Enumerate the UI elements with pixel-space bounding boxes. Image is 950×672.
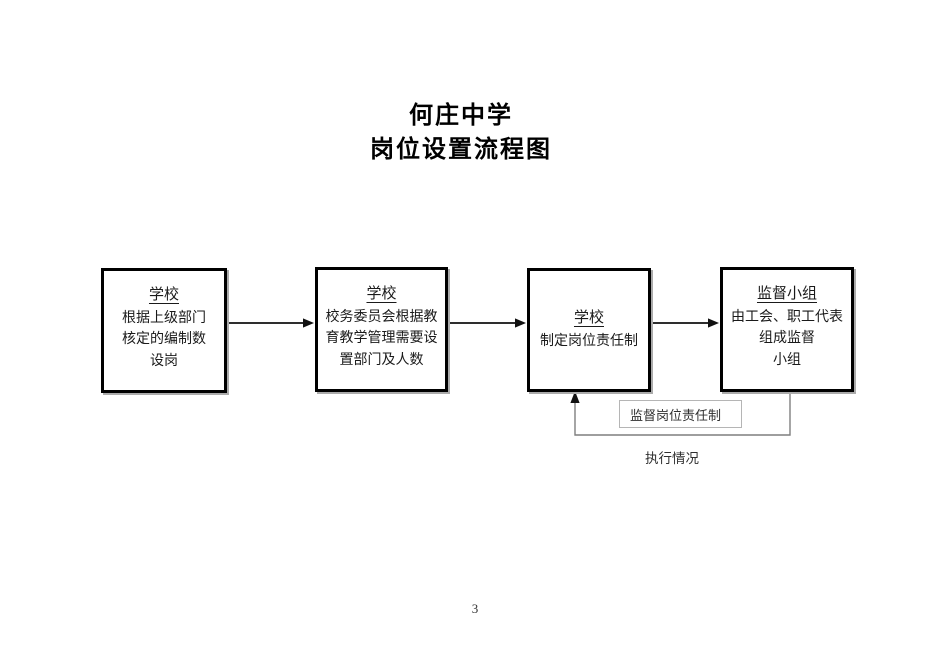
flow-box-text-line: 设岗 [150, 353, 178, 369]
flow-box-text-line: 育教学管理需要设 [325, 331, 438, 346]
flow-box-text-line: 根据上级部门 [122, 310, 206, 326]
feedback-annotation-text: 执行情况 [645, 451, 699, 466]
flow-box-heading: 学校 [148, 287, 179, 303]
flow-box-text-line: 置部门及人数 [339, 352, 424, 368]
title-line-2: 岗位设置流程图 [370, 136, 552, 163]
flow-box-heading: 学校 [573, 310, 604, 326]
page-number: 3 [471, 601, 479, 616]
flow-box-establish-posts: 学校 根据上级部门 核定的编制数 设岗 [101, 268, 227, 393]
flow-box-supervision-group: 监督小组 由工会、职工代表 组成监督 小组 [720, 267, 854, 392]
feedback-label-text: 监督岗位责任制 [630, 407, 722, 423]
feedback-label-box: 监督岗位责任制 [619, 400, 742, 428]
flow-box-heading: 学校 [366, 286, 397, 302]
arrow-box3-to-box4-head [708, 318, 719, 328]
flow-box-heading: 监督小组 [756, 286, 817, 302]
flow-box-text-line: 制定岗位责任制 [540, 333, 638, 349]
arrow-box2-to-box3-head [515, 318, 526, 328]
title-line-1: 何庄中学 [409, 102, 513, 129]
flow-box-text-line: 小组 [773, 352, 801, 368]
feedback-loop-arrowhead [570, 391, 580, 403]
flow-box-text-line: 核定的编制数 [122, 332, 206, 347]
flow-box-text-line: 校务委员会根据教 [325, 309, 438, 325]
flow-box-committee-setup: 学校 校务委员会根据教 育教学管理需要设 置部门及人数 [315, 267, 448, 392]
arrow-box1-to-box2-head [303, 318, 314, 328]
flow-box-text-line: 组成监督 [759, 331, 815, 346]
flow-box-responsibility-system: 学校 制定岗位责任制 [527, 268, 651, 392]
flow-box-text-line: 由工会、职工代表 [731, 309, 843, 325]
page-title: 何庄中学 岗位设置流程图 [0, 99, 922, 167]
